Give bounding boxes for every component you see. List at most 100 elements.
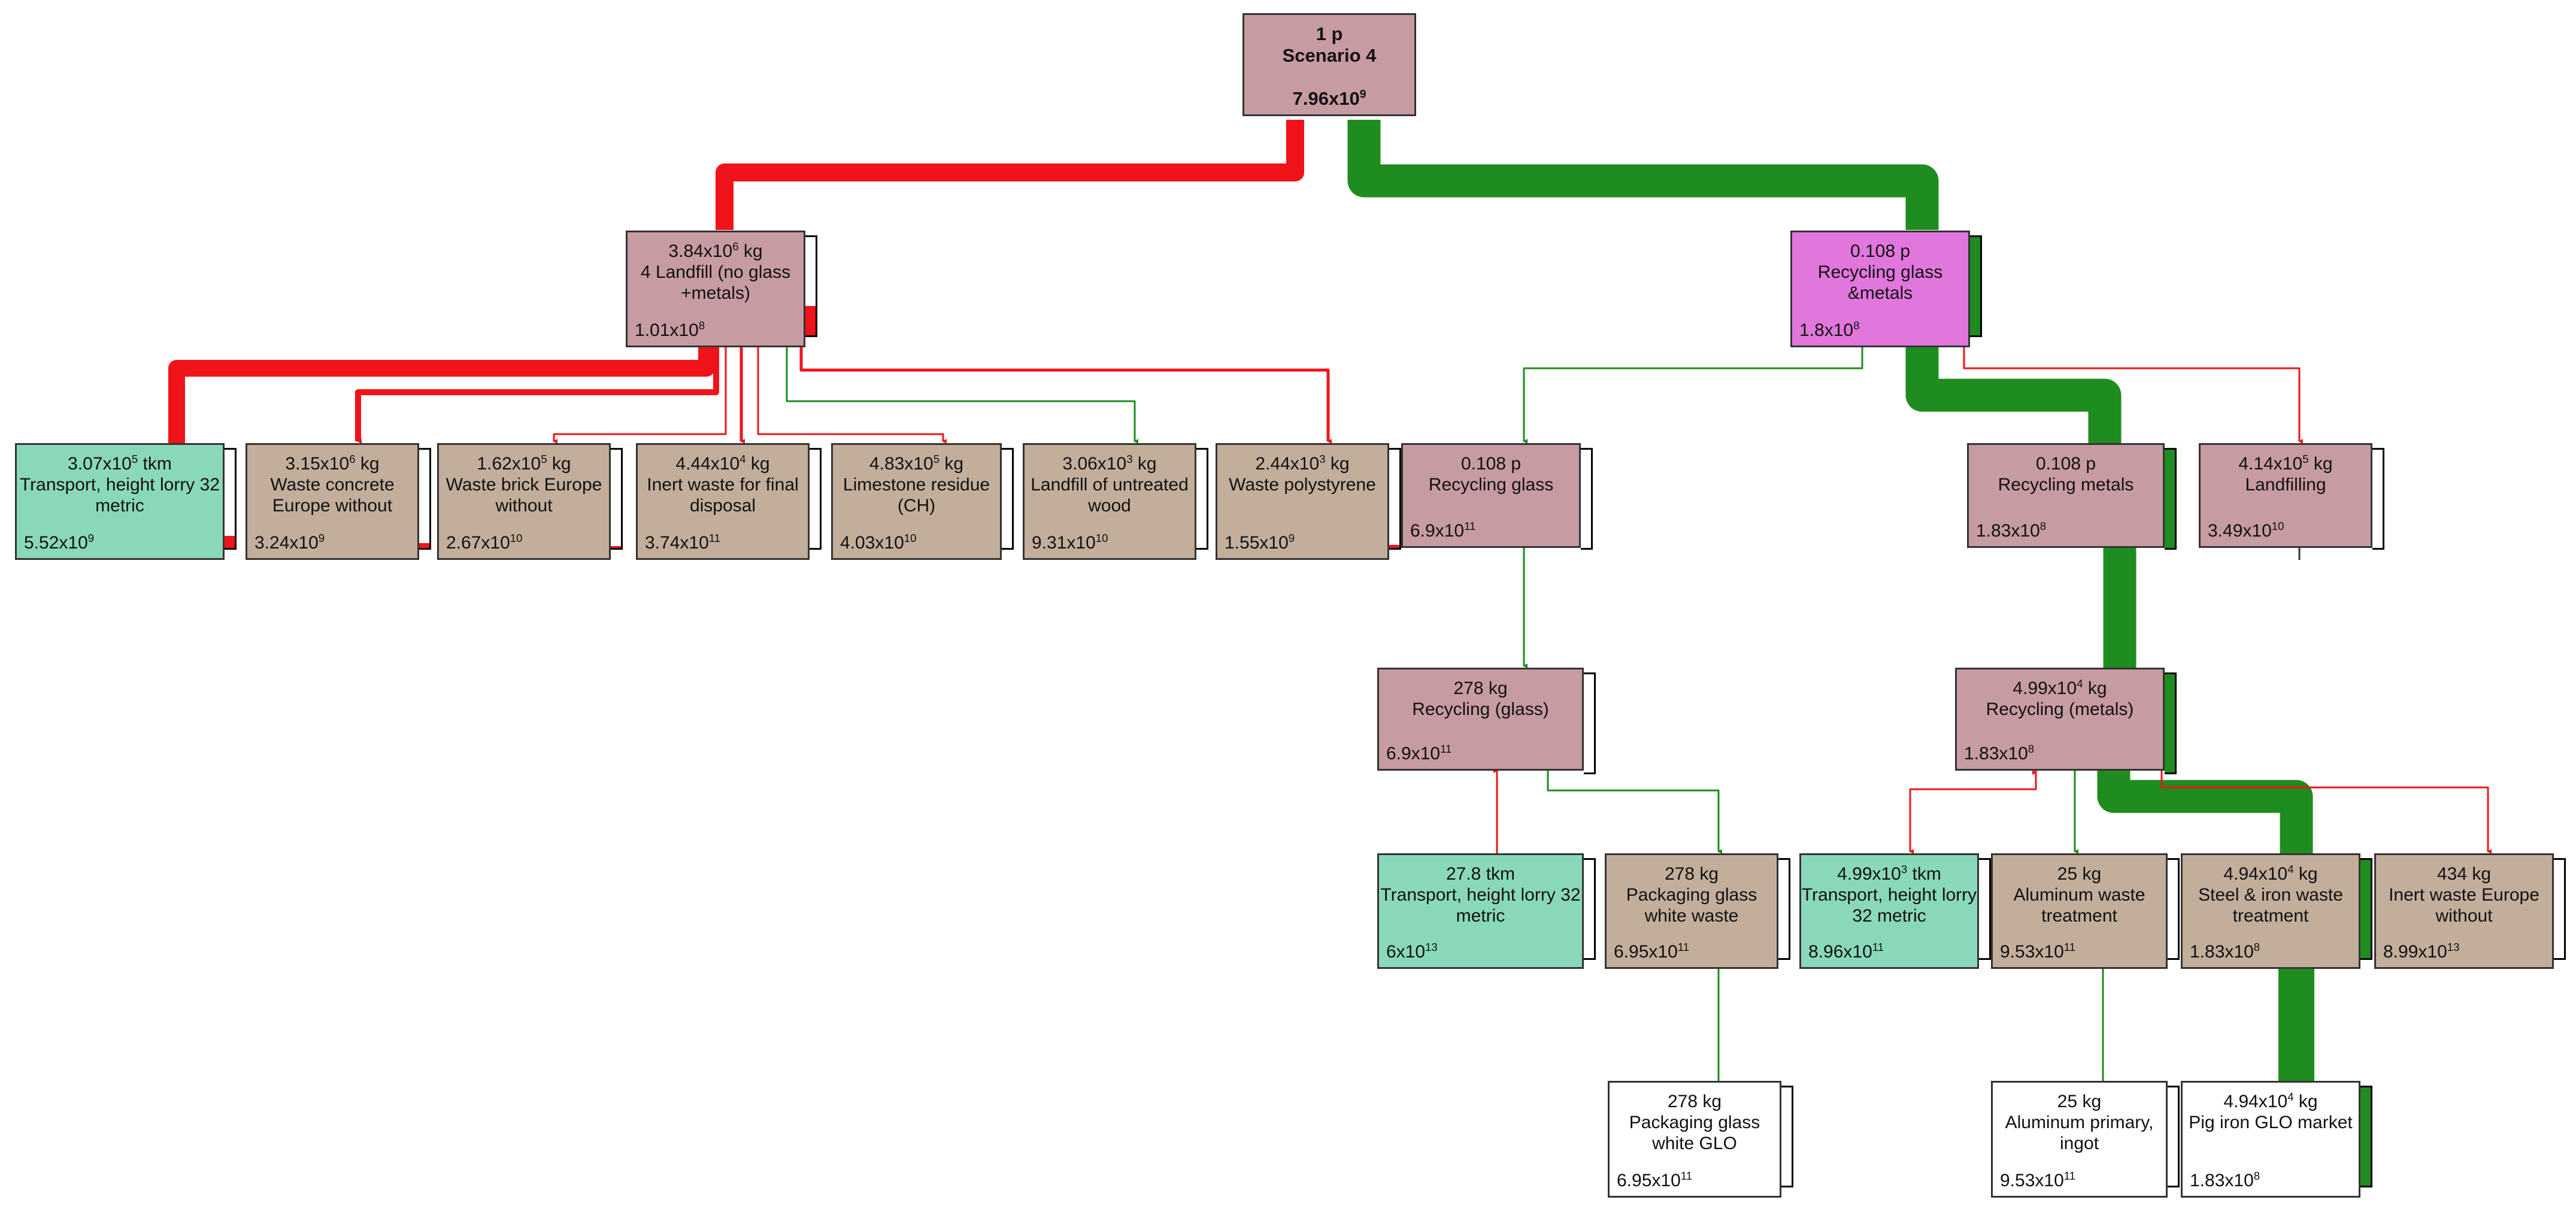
node-label: Transport, height lorry 32 metric (1380, 885, 1581, 926)
node-impact-bar (1778, 858, 1790, 960)
node-amount: 0.108 p (1460, 454, 1522, 474)
node-label: Recycling glass &metals (1817, 262, 1943, 303)
node-label: Waste brick Europe without (446, 475, 602, 516)
node-amount: 27.8 tkm (1445, 864, 1516, 884)
node-score: 9.31x1010 (1032, 532, 1108, 553)
node-impact-bar (225, 448, 237, 550)
node-label: Scenario 4 (1282, 45, 1377, 66)
node-impact-bar (805, 235, 817, 337)
node-impact-bar (1389, 448, 1401, 550)
node-label: Waste polystyrene (1229, 475, 1376, 495)
node-amount: 4.83x105 kg (869, 453, 964, 474)
link-landfill-to-limestone (757, 347, 947, 444)
node-impact-bar (1781, 1086, 1793, 1187)
link-rgm-to-recycling-metals (1905, 347, 2122, 443)
node-impact-bar (2360, 1086, 2372, 1187)
node-amount: 0.108 p (1850, 241, 1911, 261)
link-landfill-to-transport (168, 347, 715, 443)
node-score: 3.24x109 (254, 532, 325, 553)
node-score: 6.9x1011 (1410, 520, 1476, 541)
node-amount: 4.99x103 tkm (1837, 863, 1941, 884)
node-amount: 434 kg (2436, 864, 2492, 884)
node-impact-bar-fill (2360, 1087, 2371, 1186)
node-amount: 4.99x104 kg (2013, 677, 2107, 698)
node-impact-bar (1584, 858, 1596, 960)
node-amount: 278 kg (1667, 1092, 1722, 1111)
node-impact-bar-fill (2165, 450, 2175, 548)
link-landfill-to-waste-brick (553, 347, 727, 444)
node-amount: 3.07x105 tkm (68, 453, 172, 474)
link-rmetalskg-to-inert-waste (2160, 771, 2492, 854)
node-label: Inert waste for final disposal (647, 475, 799, 516)
node-label: 4 Landfill (no glass +metals) (640, 262, 791, 303)
node-impact-bar-fill (1970, 237, 1980, 335)
node-score: 7.96x109 (1292, 88, 1366, 109)
node-impact-bar (1002, 448, 1014, 550)
node-amount: 4.94x104 kg (2223, 863, 2318, 884)
link-root-to-landfill (716, 120, 1304, 230)
node-impact-bar (1979, 858, 1991, 960)
node-label: Aluminum waste treatment (2013, 885, 2145, 926)
node-label: Waste concrete Europe without (270, 475, 395, 516)
node-impact-bar (2168, 1086, 2180, 1187)
node-impact-bar-fill (2165, 674, 2175, 772)
node-score: 6.95x1011 (1614, 941, 1690, 962)
node-impact-bar (2165, 672, 2177, 774)
node-impact-bar (2168, 858, 2180, 960)
node-impact-bar-fill (611, 546, 621, 548)
link-landfill-to-polystyrene (799, 347, 1332, 444)
node-impact-bar (2360, 858, 2372, 960)
node-amount: 4.44x104 kg (675, 453, 770, 474)
node-amount: 3.84x106 kg (668, 240, 763, 261)
node-label: Landfilling (2245, 475, 2326, 495)
node-label: Transport, height lorry 32 metric (19, 475, 220, 516)
node-score: 1.83x108 (2190, 1169, 2260, 1190)
node-score: 8.96x1011 (1808, 941, 1884, 962)
node-impact-bar (1581, 448, 1593, 550)
node-label: Steel & iron waste treatment (2198, 885, 2343, 926)
node-amount: 3.06x103 kg (1062, 453, 1157, 474)
node-impact-bar (419, 448, 431, 550)
node-impact-bar (1970, 235, 1982, 337)
link-rgm-to-landfilling (1963, 347, 2303, 444)
node-label: Packaging glass white waste (1626, 885, 1757, 926)
node-score: 6x1013 (1386, 941, 1438, 962)
node-impact-bar (2165, 448, 2177, 550)
node-score: 6.9x1011 (1386, 743, 1452, 763)
node-amount: 2.44x103 kg (1255, 453, 1350, 474)
node-label: Landfill of untreated wood (1031, 475, 1189, 516)
node-label: Limestone residue (CH) (842, 475, 990, 516)
node-label: Aluminum primary, ingot (2005, 1113, 2154, 1153)
node-impact-bar-fill (1389, 545, 1399, 548)
node-impact-bar-fill (805, 305, 816, 335)
node-score: 9.53x1011 (2000, 941, 2076, 962)
node-amount: 1.62x105 kg (477, 453, 571, 474)
node-impact-bar (810, 448, 822, 550)
link-landfill-to-landfill-wood (786, 347, 1138, 444)
node-label: Packaging glass white GLO (1629, 1113, 1760, 1153)
